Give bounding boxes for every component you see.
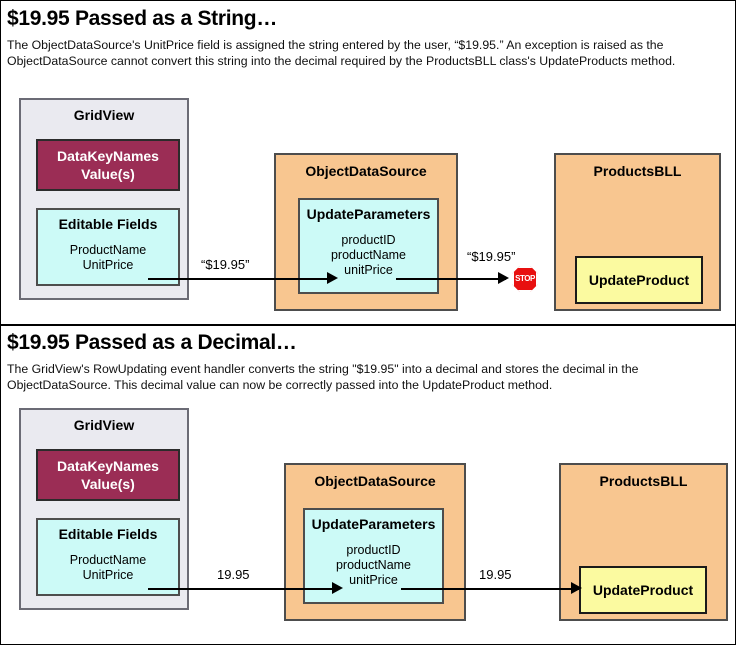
datakeynames-line1: DataKeyNames [57, 458, 159, 474]
updateproduct-label: UpdateProduct [588, 272, 690, 288]
productsbll-title: ProductsBLL [599, 473, 688, 489]
gridview-title: GridView [73, 107, 135, 123]
objectdatasource-title: ObjectDataSource [305, 163, 427, 179]
arrowhead-icon [571, 582, 582, 594]
arrowhead-icon [498, 272, 509, 284]
arrowhead-icon [327, 272, 338, 284]
datakeynames-box: DataKeyNames Value(s) [36, 449, 180, 501]
edge-label-gridview-to-ods: 19.95 [217, 567, 250, 582]
section-decimal: $19.95 Passed as a Decimal… The GridView… [1, 326, 735, 644]
editable-fields-list: ProductName UnitPrice [69, 243, 147, 272]
updateparameters-list: productID productName unitPrice [335, 543, 412, 587]
edge-label-gridview-to-ods: “$19.95” [201, 257, 250, 272]
datakeynames-box: DataKeyNames Value(s) [36, 139, 180, 191]
stop-sign-icon: STOP [512, 266, 538, 292]
datakeynames-line2: Value(s) [81, 476, 135, 492]
updateparameters-box: UpdateParameters productID productName u… [303, 508, 444, 604]
updateproduct-label: UpdateProduct [592, 582, 694, 598]
editable-fields-title: Editable Fields [58, 216, 158, 232]
objectdatasource-title: ObjectDataSource [314, 473, 436, 489]
section-heading: $19.95 Passed as a String… [7, 7, 278, 30]
connector-gridview-to-ods [148, 588, 338, 590]
editable-fields-box: Editable Fields ProductName UnitPrice [36, 208, 180, 286]
updateparameters-title: UpdateParameters [311, 516, 436, 532]
editable-fields-list: ProductName UnitPrice [69, 553, 147, 582]
edge-label-ods-to-bll: 19.95 [479, 567, 512, 582]
section-heading: $19.95 Passed as a Decimal… [7, 331, 297, 354]
connector-ods-to-bll [401, 588, 579, 590]
editable-fields-box: Editable Fields ProductName UnitPrice [36, 518, 180, 596]
editable-fields-title: Editable Fields [58, 526, 158, 542]
updateparameters-list: productID productName unitPrice [330, 233, 407, 277]
updateparameters-title: UpdateParameters [306, 206, 431, 222]
connector-ods-to-bll [396, 278, 506, 280]
datakeynames-line2: Value(s) [81, 166, 135, 182]
connector-gridview-to-ods [148, 278, 333, 280]
datakeynames-line1: DataKeyNames [57, 148, 159, 164]
section-description: The GridView's RowUpdating event handler… [7, 362, 639, 392]
productsbll-title: ProductsBLL [593, 163, 682, 179]
updateproduct-box: UpdateProduct [579, 566, 707, 614]
gridview-title: GridView [73, 417, 135, 433]
section-string: $19.95 Passed as a String… The ObjectDat… [1, 1, 735, 326]
updateproduct-box: UpdateProduct [575, 256, 703, 304]
arrowhead-icon [332, 582, 343, 594]
edge-label-ods-to-bll: “$19.95” [467, 249, 516, 264]
section-description: The ObjectDataSource's UnitPrice field i… [7, 38, 676, 68]
